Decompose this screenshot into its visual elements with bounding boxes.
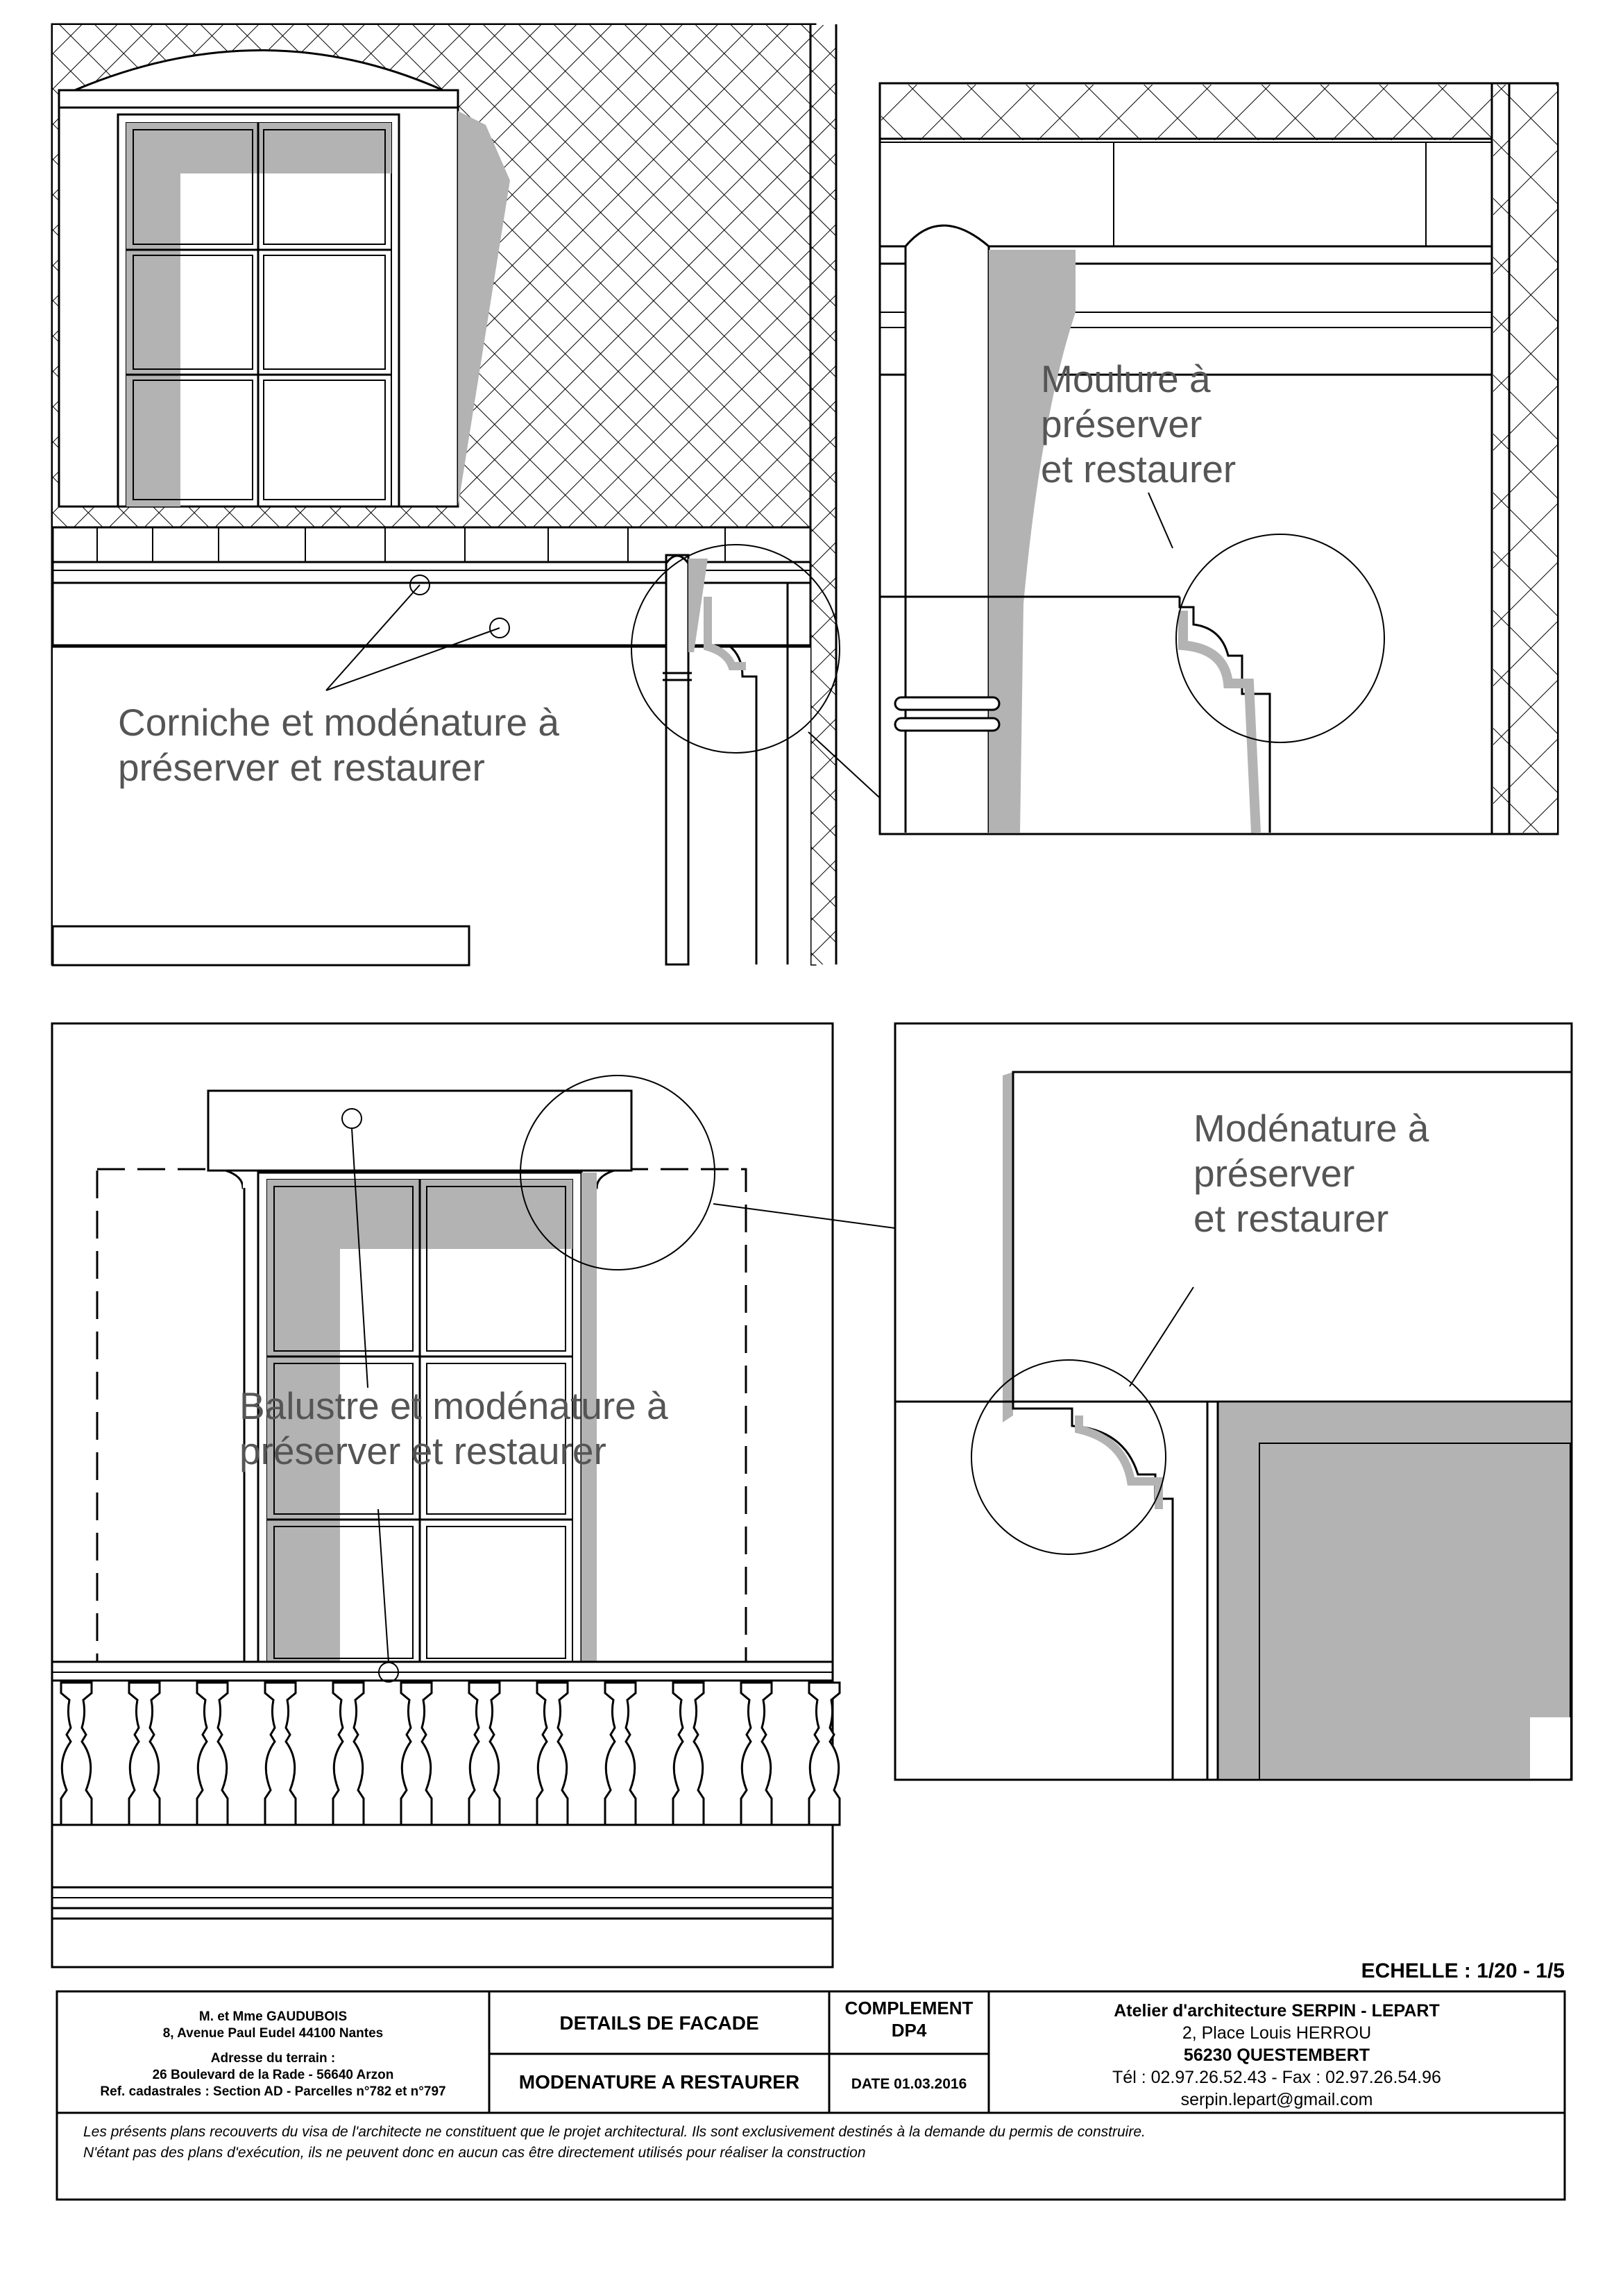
lintel-label-line1: Modénature à — [1193, 1107, 1429, 1150]
site-heading: Adresse du terrain : — [210, 2051, 336, 2066]
detail-cornice-elevation: Corniche et modénature à préserver et re… — [51, 23, 881, 967]
detail-lintel-zoom: Modénature à préserver et restaurer — [894, 1022, 1573, 1781]
client-block: M. et Mme GAUDUBOIS 8, Avenue Paul Eudel… — [57, 2009, 489, 2100]
disclaimer: Les présents plans recouverts du visa de… — [83, 2122, 1554, 2163]
drawing-title: DETAILS DE FACADE — [559, 2012, 759, 2034]
disclaimer-line1: Les présents plans recouverts du visa de… — [83, 2124, 1146, 2140]
complement-block: COMPLEMENT DP4 — [829, 1997, 989, 2041]
date-label: DATE 01.03.2016 — [851, 2076, 967, 2092]
detail-moulding-zoom: Moulure à préserver et restaurer — [878, 82, 1559, 835]
title-block — [56, 1990, 1566, 2201]
moulding-label-line2: préserver — [1041, 402, 1202, 445]
lintel-label-line3: et restaurer — [1193, 1197, 1388, 1240]
baluster — [60, 1681, 93, 1826]
client-address: 8, Avenue Paul Eudel 44100 Nantes — [162, 2026, 384, 2041]
lintel-label-line2: préserver — [1193, 1152, 1354, 1195]
scale-label: ECHELLE : 1/20 - 1/5 — [1361, 1959, 1565, 1982]
cadastral-ref: Ref. cadastrales : Section AD - Parcelle… — [100, 2084, 446, 2099]
baluster — [400, 1681, 433, 1826]
balusters — [60, 1681, 841, 1826]
architect-name: Atelier d'architecture SERPIN - LEPART — [1114, 2001, 1440, 2021]
baluster — [536, 1681, 569, 1826]
baluster — [604, 1681, 637, 1826]
architect-phone: Tél : 02.97.26.52.43 - Fax : 02.97.26.54… — [1112, 2068, 1441, 2087]
baluster — [196, 1681, 229, 1826]
baluster — [672, 1681, 705, 1826]
baluster — [332, 1681, 365, 1826]
disclaimer-line2: N'étant pas des plans d'exécution, ils n… — [83, 2145, 866, 2161]
baluster — [740, 1681, 773, 1826]
balcony-label-line1: Balustre et modénature à — [239, 1384, 668, 1427]
detail-balcony-elevation: Balustre et modénature à préserver et re… — [51, 1022, 896, 1968]
site-address: 26 Boulevard de la Rade - 56640 Arzon — [152, 2068, 394, 2082]
baluster — [264, 1681, 297, 1826]
architect-city: 56230 QUESTEMBERT — [1183, 2046, 1370, 2065]
architect-email: serpin.lepart@gmail.com — [1180, 2090, 1373, 2109]
complement-label: COMPLEMENT — [844, 1998, 974, 2018]
architect-block: Atelier d'architecture SERPIN - LEPART 2… — [989, 2000, 1565, 2111]
drawing-subtitle: MODENATURE A RESTAURER — [518, 2071, 800, 2093]
baluster — [808, 1681, 841, 1826]
cornice-label-line1: Corniche et modénature à — [118, 701, 559, 744]
baluster — [128, 1681, 161, 1826]
baluster — [468, 1681, 501, 1826]
dp-number: DP4 — [891, 2020, 927, 2041]
client-name: M. et Mme GAUDUBOIS — [198, 2009, 348, 2024]
cornice-label-line2: préserver et restaurer — [118, 746, 485, 789]
moulding-label-line1: Moulure à — [1041, 357, 1211, 400]
balcony-label-line2: préserver et restaurer — [239, 1429, 606, 1472]
architect-street: 2, Place Louis HERROU — [1182, 2023, 1372, 2043]
moulding-label-line3: et restaurer — [1041, 448, 1236, 491]
